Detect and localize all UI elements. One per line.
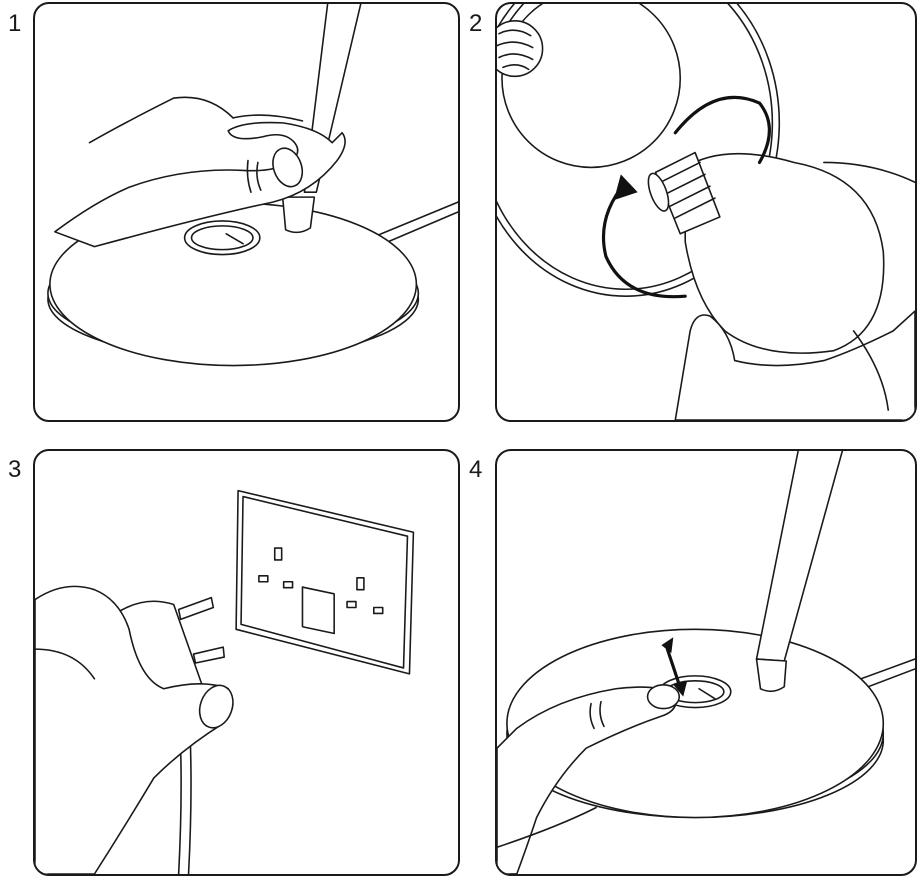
finger bbox=[648, 685, 680, 709]
pole-collar bbox=[757, 659, 787, 691]
step-1-panel bbox=[33, 2, 460, 422]
step-3-illustration bbox=[35, 451, 458, 874]
step-4-illustration bbox=[497, 451, 915, 874]
plug-pin bbox=[179, 598, 214, 620]
step-number-4: 4 bbox=[469, 458, 482, 482]
socket-switch bbox=[302, 587, 334, 633]
step-2-illustration bbox=[497, 4, 915, 420]
step-3-panel bbox=[33, 449, 460, 876]
step-number-1: 1 bbox=[8, 12, 21, 36]
step-1-illustration bbox=[35, 4, 458, 420]
bulb-socket bbox=[497, 21, 543, 76]
pole-collar bbox=[283, 197, 315, 232]
step-2-panel bbox=[495, 2, 917, 422]
step-4-panel bbox=[495, 449, 917, 876]
step-number-2: 2 bbox=[469, 12, 482, 36]
step-number-3: 3 bbox=[8, 458, 21, 482]
lamp-pole bbox=[757, 451, 844, 661]
